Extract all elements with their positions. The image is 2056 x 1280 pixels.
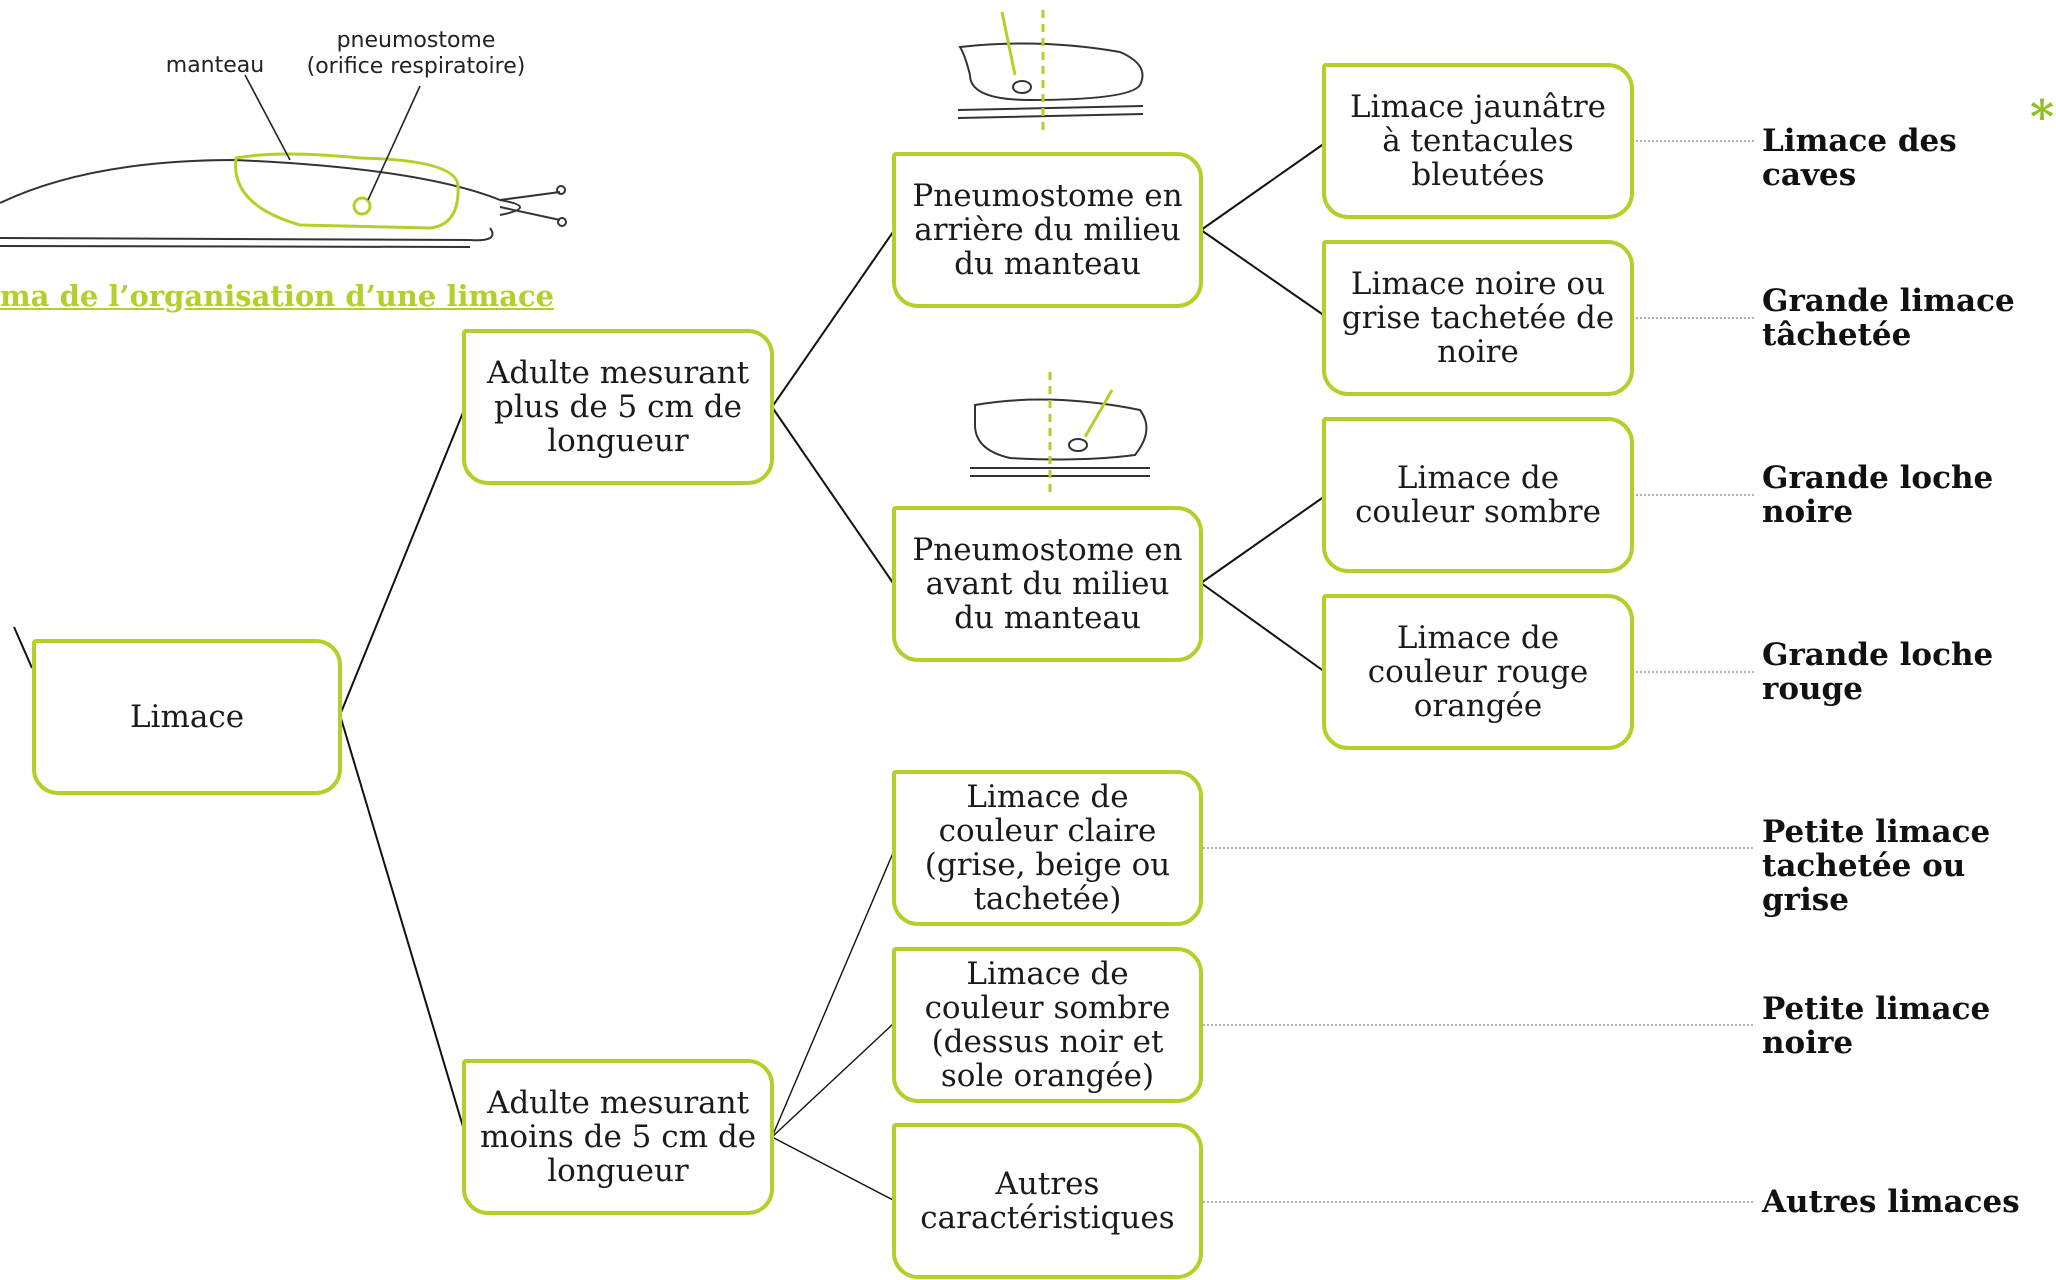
result-others: Autres limaces (1762, 1184, 2020, 1220)
result-small-spotted: Petite limace tachetée ou grise (1762, 814, 1991, 918)
connector-small-light (771, 852, 894, 1138)
illustration-caption: ma de l’organisation d’une limace (0, 279, 555, 313)
node-root: Limace (32, 639, 342, 795)
node-black-grey: Limace noire ou grise tachetée de noire (1322, 240, 1634, 396)
connector-small-darksmall (771, 1023, 894, 1138)
connector-back-blackgrey (1200, 229, 1326, 317)
connector-root-small (339, 714, 465, 1131)
connector-back-yellowish (1200, 142, 1326, 231)
sketch-pneumostome-back (957, 10, 1144, 132)
result-red-loche: Grande loche rouge (1762, 637, 1994, 707)
result-spotted-large: Grande limace tâchetée (1762, 283, 2015, 353)
pneumostome-label: pneumostome (orifice respiratoire) (306, 28, 526, 79)
connector-front-red (1200, 582, 1326, 673)
highlight-asterisk: * (2030, 90, 2055, 144)
result-black-loche: Grande loche noire (1762, 460, 1994, 530)
node-large: Adulte mesurant plus de 5 cm de longueur (462, 329, 774, 485)
node-pneumo-back: Pneumostome en arrière du milieu du mant… (892, 152, 1203, 308)
result-small-black: Petite limace noire (1762, 991, 1991, 1061)
node-pneumo-front: Pneumostome en avant du milieu du mantea… (892, 506, 1203, 662)
slug-illustration (0, 74, 567, 248)
node-small: Adulte mesurant moins de 5 cm de longueu… (462, 1059, 774, 1215)
node-red-orange: Limace de couleur rouge orangée (1322, 594, 1634, 750)
node-other: Autres caractéristiques (892, 1123, 1203, 1279)
node-dark: Limace de couleur sombre (1322, 417, 1634, 573)
connector-small-other (771, 1136, 894, 1201)
node-light: Limace de couleur claire (grise, beige o… (892, 770, 1203, 926)
connector-large-front (771, 406, 894, 584)
node-yellowish: Limace jaunâtre à tentacules bleutées (1322, 63, 1634, 219)
connector-large-back (771, 231, 894, 408)
sketch-pneumostome-front (970, 372, 1150, 495)
offscreen-connector (13, 626, 33, 669)
connector-root-large (339, 409, 465, 716)
connector-front-dark (1200, 495, 1326, 584)
result-cellar: Limace des caves (1762, 123, 1957, 193)
mantle-label: manteau (165, 53, 265, 78)
node-dark-small: Limace de couleur sombre (dessus noir et… (892, 947, 1203, 1103)
